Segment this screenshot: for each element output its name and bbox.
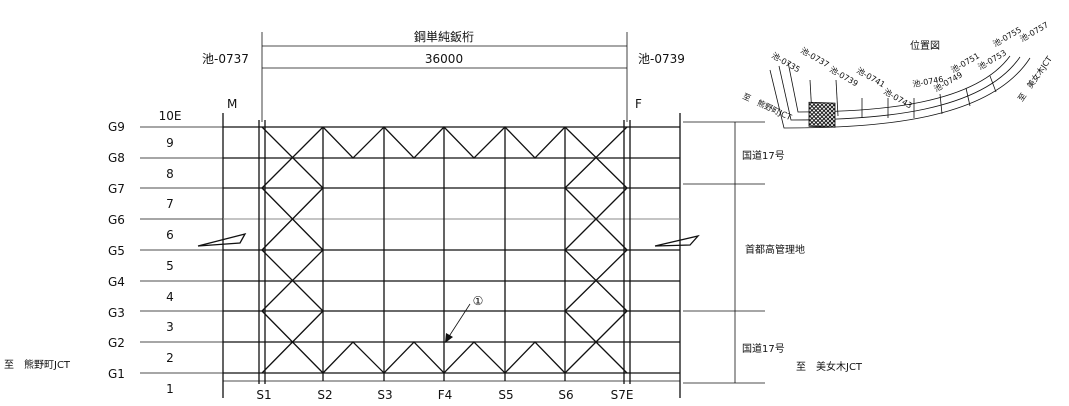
girder-label: G1 — [108, 367, 125, 381]
map-pier-label: 池-0743 — [882, 86, 914, 110]
girder-labels: G9 G8 G7 G6 G5 G4 G3 G2 G1 — [108, 120, 125, 381]
map-pier-label: 池-0741 — [855, 65, 887, 89]
panel-column: 10E 9 8 7 6 5 4 3 2 1 — [140, 109, 223, 396]
highlighted-span — [808, 101, 836, 128]
panel-number: 6 — [166, 228, 174, 242]
bridge-type-title: 鋼単純鈑桁 — [414, 30, 474, 44]
map-pier-label: 池-0737 — [799, 45, 831, 69]
direction-right: 至 美女木JCT — [796, 360, 863, 373]
panel-number: 4 — [166, 290, 174, 304]
section-label: S1 — [256, 388, 271, 402]
annotation-mark: ① — [473, 294, 484, 308]
annotation-marker: ① — [445, 294, 483, 343]
panel-number: 8 — [166, 167, 174, 181]
panel-number: 9 — [166, 136, 174, 150]
girder-label: G4 — [108, 275, 125, 289]
map-pier-label: 池-0739 — [828, 64, 860, 88]
map-pier-label: 池-0751 — [949, 50, 981, 74]
section-label: S7E — [611, 388, 634, 402]
panel-number: 3 — [166, 320, 174, 334]
girder-label: G7 — [108, 182, 125, 196]
panel-number: 1 — [166, 382, 174, 396]
location-map-title: 位置図 — [910, 39, 940, 52]
map-pier-label: 池-0757 — [1018, 19, 1050, 43]
support-right-label: F — [635, 97, 642, 111]
girder-label: G8 — [108, 151, 125, 165]
span-length: 36000 — [425, 52, 463, 66]
direction-left: 至 熊野町JCT — [4, 358, 71, 371]
pier-right-label: 池-0739 — [638, 52, 685, 66]
panel-number: 5 — [166, 259, 174, 273]
girder-label: G6 — [108, 213, 125, 227]
section-label: S3 — [377, 388, 392, 402]
section-label: S6 — [558, 388, 573, 402]
map-pier-label: 池-0735 — [770, 50, 802, 74]
section-label: S2 — [317, 388, 332, 402]
panel-number: 10E — [159, 109, 182, 123]
panel-number: 7 — [166, 197, 174, 211]
pier-left-label: 池-0737 — [202, 52, 249, 66]
break-line-left — [197, 232, 247, 247]
section-label: S5 — [498, 388, 513, 402]
right-labels: 国道17号 首都高管理地 国道17号 — [683, 121, 805, 384]
arrow-head-icon — [445, 333, 453, 343]
girder-framework — [222, 113, 681, 398]
girder-label: G5 — [108, 244, 125, 258]
expressway-land-label: 首都高管理地 — [745, 243, 805, 256]
road-label: 国道17号 — [742, 149, 785, 162]
road-label: 国道17号 — [742, 342, 785, 355]
location-map: 位置図 池-0735 池-0737 池-0739 池-0741 池-0743 池… — [741, 19, 1054, 129]
map-direction-right: 至 美女木JCT — [1015, 54, 1054, 103]
section-label: F4 — [438, 388, 453, 402]
girder-label: G9 — [108, 120, 125, 134]
girder-label: G2 — [108, 336, 125, 350]
map-pier-label: 池-0753 — [976, 47, 1008, 71]
support-left-label: M — [227, 97, 237, 111]
panel-number: 2 — [166, 351, 174, 365]
girder-label: G3 — [108, 306, 125, 320]
break-line-right — [654, 234, 700, 247]
section-labels: S1 S2 S3 F4 S5 S6 S7E — [256, 388, 633, 402]
header-dimensions: 鋼単純鈑桁 36000 池-0737 池-0739 M F — [202, 30, 685, 122]
